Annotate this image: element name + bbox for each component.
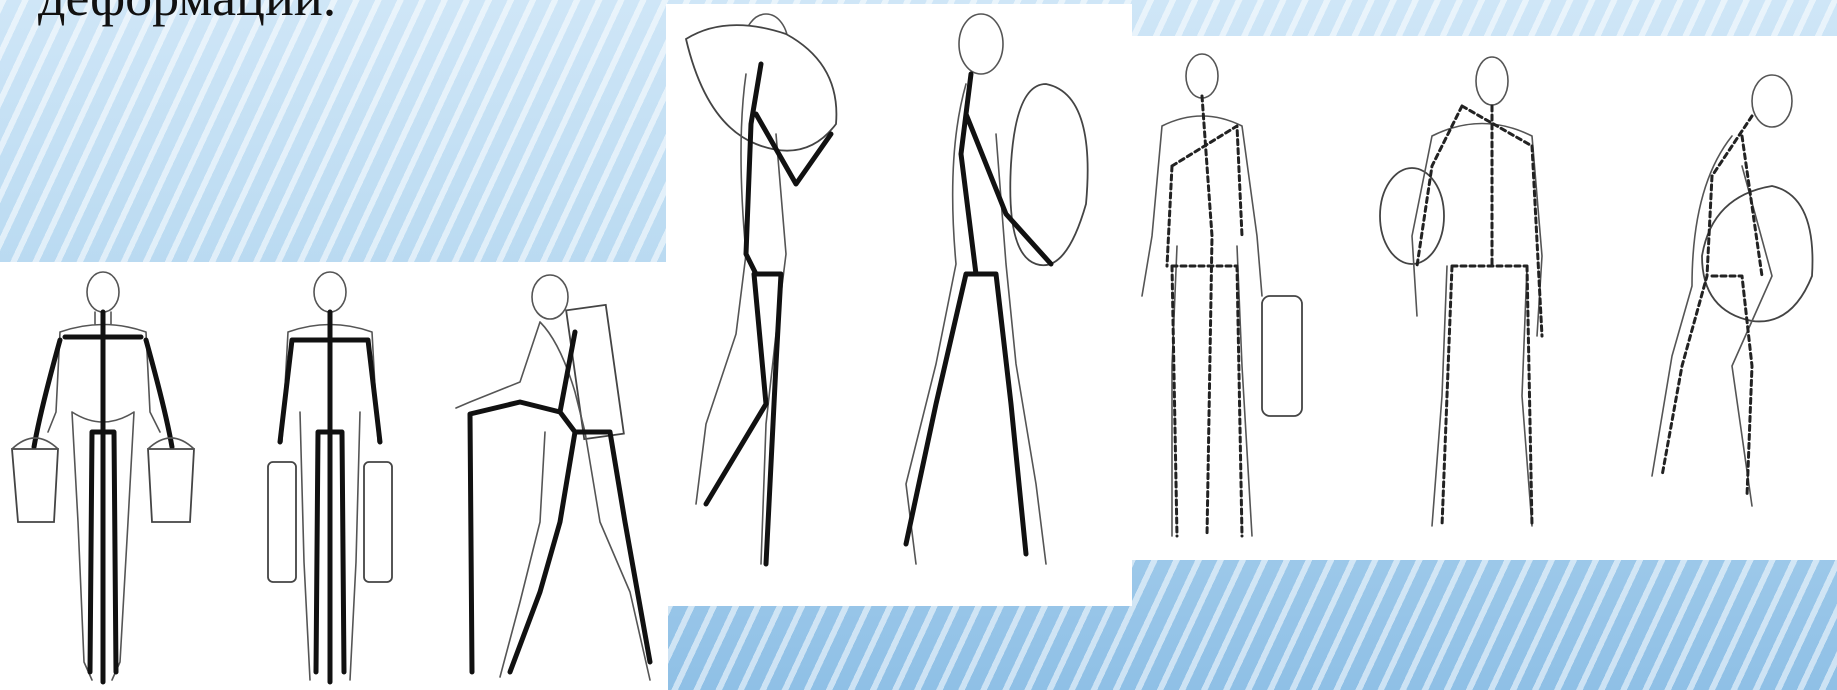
figure-bent-carrying-sack <box>1652 75 1813 506</box>
figure-standing-load-under-arm <box>1380 57 1542 526</box>
figure-standing-two-bags <box>268 272 392 682</box>
figure-standing-one-bag <box>1142 54 1302 536</box>
figure-walking-pillow-on-shoulder <box>686 14 836 564</box>
figure-walking-bag-in-front <box>906 14 1088 564</box>
slide-heading: деформации. <box>38 0 336 28</box>
figure-standing-two-buckets <box>12 272 194 682</box>
illustration-panel-left <box>0 262 668 690</box>
illustration-panel-right <box>1132 36 1837 560</box>
posture-illustration-right <box>1132 36 1837 560</box>
posture-illustration-middle <box>666 4 1132 606</box>
illustration-panel-middle <box>666 4 1132 606</box>
posture-illustration-left <box>0 262 668 690</box>
figure-walking-cane-backpack <box>456 275 650 680</box>
